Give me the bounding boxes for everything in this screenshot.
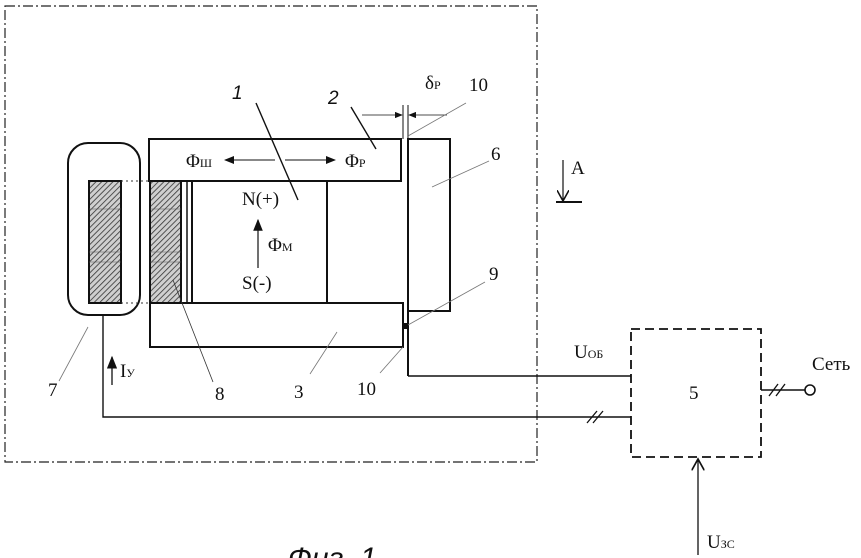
winding-8 [149, 180, 182, 304]
leader-3 [309, 331, 338, 375]
armature-6 [407, 138, 451, 312]
label-part-7: 7 [48, 380, 58, 401]
leader-10-top [407, 102, 467, 137]
leader-2 [350, 106, 377, 150]
control-block-5[interactable] [630, 328, 762, 458]
label-part-8: 8 [215, 384, 225, 405]
network-terminal[interactable] [804, 384, 816, 396]
leader-8 [172, 279, 214, 383]
label-part-10-top: 10 [469, 75, 488, 96]
figure-caption: Фиг. 1 [288, 542, 377, 558]
device-boundary [4, 5, 538, 463]
south-pole-label: S(-) [242, 273, 272, 294]
label-part-9: 9 [489, 264, 499, 285]
feedback-voltage-label: UОБ [574, 342, 603, 363]
label-part-5: 5 [689, 383, 699, 404]
control-current-label: IУ [120, 361, 135, 382]
winding-left [88, 180, 122, 304]
pole-piece-3 [149, 302, 404, 348]
leader-10-bottom [379, 346, 404, 374]
control-wire [102, 315, 631, 418]
setpoint-voltage-label: UЗС [707, 532, 735, 553]
label-part-10-bottom: 10 [357, 379, 376, 400]
leader-7 [58, 326, 89, 382]
coil-former-7 [67, 142, 141, 316]
flux-m-label: ΦМ [268, 235, 293, 256]
leader-1 [255, 102, 299, 201]
gap-label: δР [425, 73, 441, 94]
network-label: Сеть [812, 354, 851, 375]
flux-r-label: ΦР [345, 151, 366, 172]
leader-6 [431, 160, 490, 188]
north-pole-label: N(+) [242, 189, 279, 210]
leader-9 [407, 281, 486, 326]
flux-sh-label: ΦШ [186, 151, 212, 172]
label-part-1: 1 [232, 83, 243, 104]
label-part-3: 3 [294, 382, 304, 403]
view-a-label: A [571, 158, 585, 179]
label-part-2: 2 [327, 88, 339, 109]
label-part-6-text: 6 [491, 144, 501, 165]
sensor-9 [402, 323, 408, 329]
